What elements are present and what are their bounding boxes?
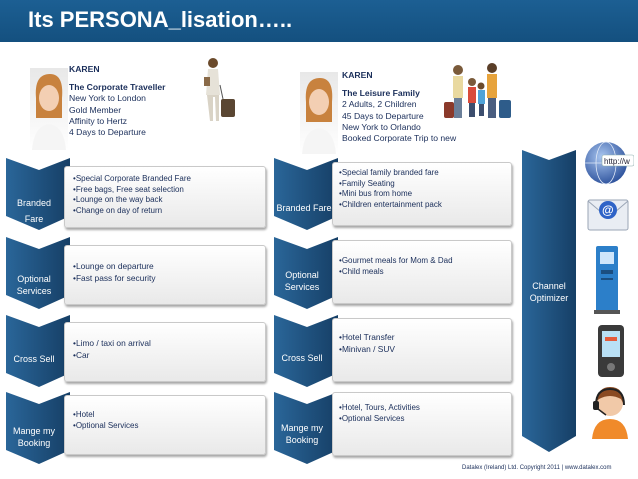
chevron-branded-fare: Branded Fare [6,158,72,230]
offer-box-manage-booking-leisure: Hotel, Tours, Activities Optional Servic… [332,392,512,456]
svg-text:http://w: http://w [604,157,630,166]
footer-copyright: Datalex (Ireland) Ltd. Copyright 2011 | … [462,465,612,471]
offer-box-branded-fare: Special Corporate Branded Fare Free bags… [64,166,266,228]
offer-item: Special family branded fare [339,168,442,179]
persona-detail: New York to Orlando [342,122,502,133]
chevron-cross-sell-leisure: Cross Sell [274,315,340,387]
row-label: Branded Fare [272,202,336,214]
offer-item: Children entertainment pack [339,200,442,211]
row-label: Cross Sell [274,352,330,364]
chevron-shape [274,158,340,230]
persona-card-corporate: KAREN The Corporate Traveller New York t… [69,64,199,138]
offer-box-optional-services-leisure: Gourmet meals for Mom & Dad Child meals [332,240,512,304]
offer-item: Lounge on the way back [73,195,191,206]
offer-item: Fast pass for security [73,272,156,284]
offer-item: Lounge on departure [73,260,156,272]
offer-item: Change on day of return [73,206,191,217]
offer-item: Child meals [339,267,453,278]
persona-role: The Leisure Family [342,88,502,99]
offer-item: Hotel Transfer [339,331,395,343]
offer-item: Special Corporate Branded Fare [73,174,191,185]
page-title: Its PERSONA_lisation….. [28,7,292,33]
offer-item: Mini bus from home [339,189,442,200]
offer-item: Hotel [73,410,139,421]
row-label: Cross Sell [6,353,62,365]
offer-box-optional-services: Lounge on departure Fast pass for securi… [64,245,266,305]
channel-optimizer: Channel Optimizer [522,150,576,452]
call-center-agent-icon [588,383,632,439]
persona-card-leisure: KAREN The Leisure Family 2 Adults, 2 Chi… [342,70,502,144]
offer-item: Family Seating [339,179,442,190]
persona-role: The Corporate Traveller [69,82,199,93]
row-label: Branded Fare [6,197,62,225]
offer-item: Minivan / SUV [339,343,395,355]
persona-detail: 4 Days to Departure [69,127,199,138]
persona-portrait-leisure [300,72,338,154]
persona-name: KAREN [342,70,502,81]
chevron-branded-fare-leisure: Branded Fare [274,158,340,230]
kiosk-icon [592,246,622,314]
offer-box-branded-fare-leisure: Special family branded fare Family Seati… [332,162,512,226]
channel-optimizer-label: Channel Optimizer [522,280,576,304]
offer-box-cross-sell-leisure: Hotel Transfer Minivan / SUV [332,318,512,382]
offer-item: Limo / taxi on arrival [73,337,151,349]
chevron-manage-booking: Mange my Booking [6,392,72,464]
offer-item: Car [73,349,151,361]
persona-detail: Booked Corporate Trip to new [342,133,502,144]
row-label: Mange my Booking [6,425,62,449]
offer-item: Optional Services [339,414,420,425]
persona-detail: 45 Days to Departure [342,111,502,122]
offer-item: Optional Services [73,421,139,432]
chevron-manage-booking-leisure: Mange my Booking [274,392,340,464]
row-label: Optional Services [6,273,62,297]
globe-http-icon: http://w [582,140,634,186]
row-label: Optional Services [274,269,330,293]
persona-detail: Gold Member [69,105,199,116]
offer-item: Gourmet meals for Mom & Dad [339,256,453,267]
persona-detail: 2 Adults, 2 Children [342,99,502,110]
persona-detail: Affinity to Hertz [69,116,199,127]
offer-box-cross-sell: Limo / taxi on arrival Car [64,322,266,382]
svg-text:@: @ [602,203,614,217]
row-label: Mange my Booking [274,422,330,446]
offer-item: Free bags, Free seat selection [73,185,191,196]
persona-portrait-corporate [30,68,68,150]
mobile-phone-icon [596,325,626,377]
email-envelope-icon: @ [586,192,630,236]
chevron-cross-sell: Cross Sell [6,315,72,387]
chevron-optional-services: Optional Services [6,237,72,309]
chevron-optional-services-leisure: Optional Services [274,237,340,309]
corporate-traveller-figure [196,55,240,125]
chevron-shape [6,315,72,387]
offer-item: Hotel, Tours, Activities [339,403,420,414]
persona-name: KAREN [69,64,199,75]
title-bar: Its PERSONA_lisation….. [0,0,638,42]
chevron-shape [274,315,340,387]
offer-box-manage-booking: Hotel Optional Services [64,395,266,455]
persona-detail: New York to London [69,93,199,104]
